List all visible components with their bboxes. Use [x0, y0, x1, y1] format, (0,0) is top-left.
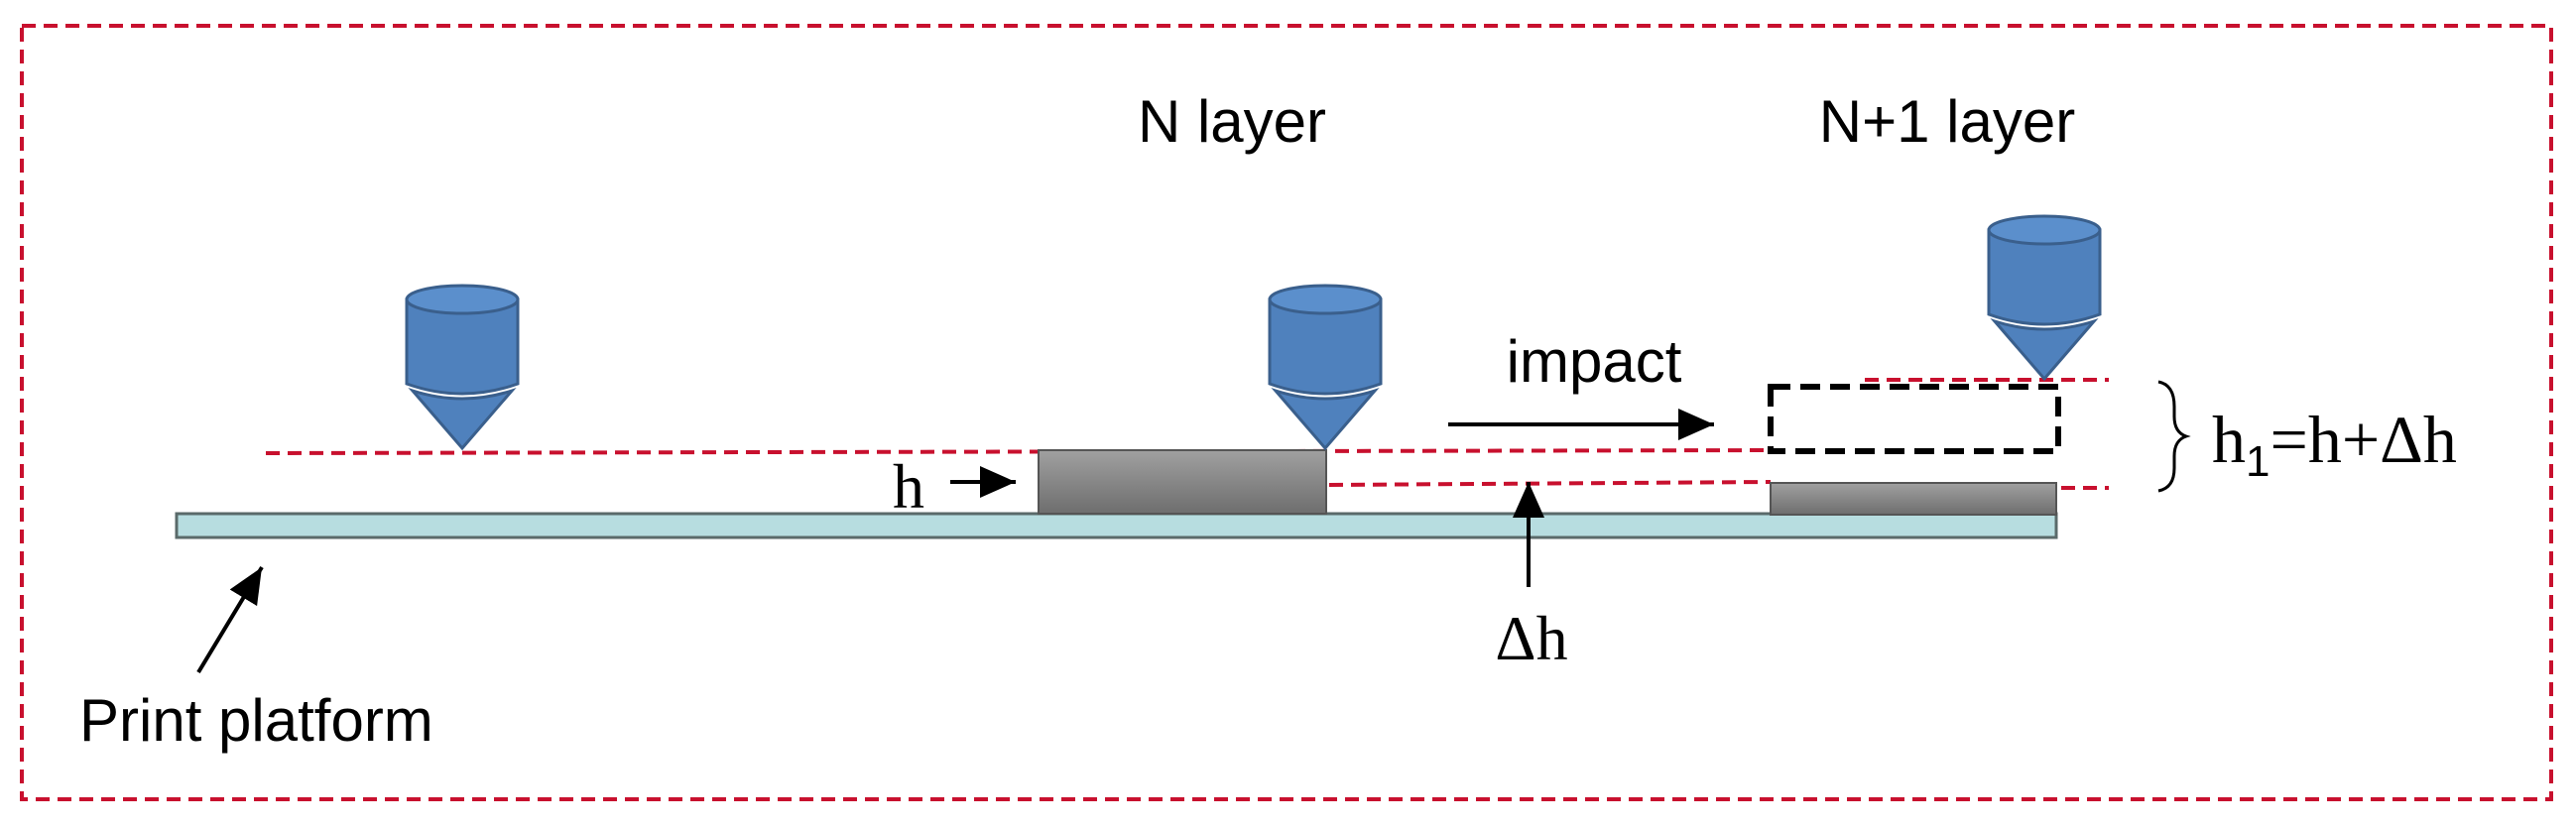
h1-equation: h1=h+Δh: [2212, 402, 2457, 486]
print-platform: [175, 512, 2058, 539]
n1-layer-base-block: [1770, 482, 2057, 516]
print-nozzle-icon: [1268, 284, 1383, 450]
h-label: h: [893, 451, 924, 522]
print-platform-label: Print platform: [79, 687, 433, 754]
print-nozzle-icon: [405, 284, 520, 450]
h1-brace: [2157, 380, 2191, 493]
delta-h-label: Δh: [1495, 603, 1567, 673]
h1-base: h: [2212, 402, 2246, 477]
h1-rest: =h+Δh: [2269, 402, 2456, 477]
h1-subscript: 1: [2246, 437, 2269, 486]
platform-arrow: [196, 565, 264, 674]
print-nozzle-icon: [1987, 214, 2102, 381]
layer-top-line: [1328, 480, 1772, 487]
n-layer-label: N layer: [1138, 88, 1326, 155]
n-layer-block: [1038, 449, 1327, 515]
n1-layer-label: N+1 layer: [1819, 88, 2075, 155]
nozzle-height-line: [265, 448, 1777, 455]
n1-layer-dashed-box: [1768, 384, 2061, 454]
outer-dashed-border: [20, 24, 2553, 801]
impact-label: impact: [1507, 328, 1682, 395]
